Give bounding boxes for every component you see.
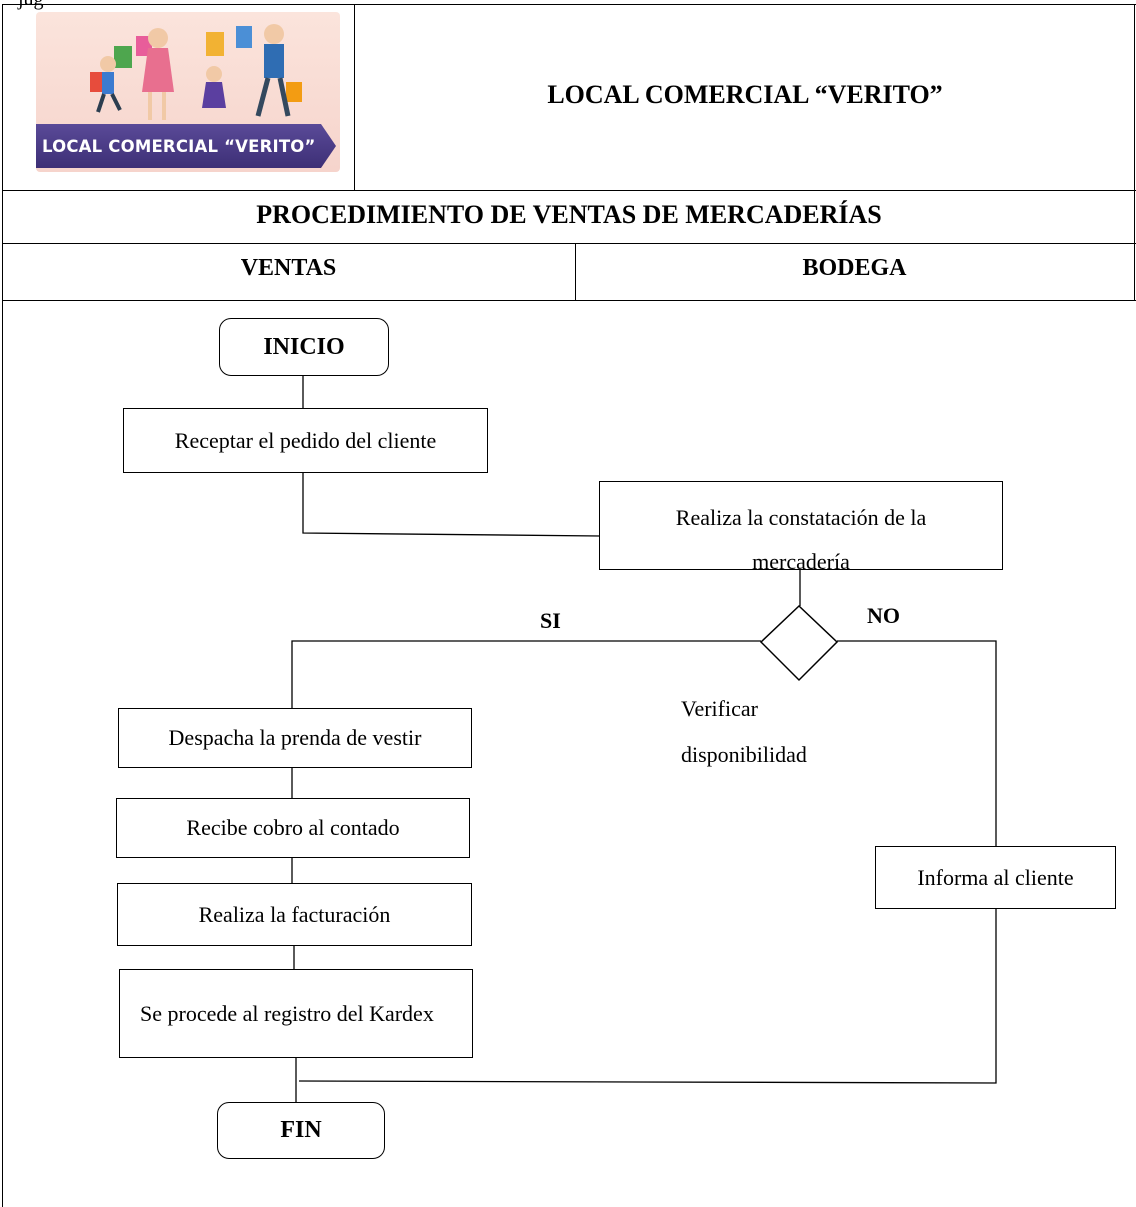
column-divider xyxy=(575,243,576,300)
company-title: LOCAL COMERCIAL “VERITO” xyxy=(547,80,943,109)
step-receive-order: Receptar el pedido del cliente xyxy=(123,408,488,473)
table-row-line-2 xyxy=(2,243,1136,244)
step-dispatch: Despacha la prenda de vestir xyxy=(118,708,472,768)
step-inform-client: Informa al cliente xyxy=(875,846,1116,909)
step-payment: Recibe cobro al contado xyxy=(116,798,470,858)
table-row-line-3 xyxy=(2,300,1136,301)
step-check-merchandise-text: Realiza la constatación de la mercadería xyxy=(675,505,927,570)
step-invoice: Realiza la facturación xyxy=(117,883,472,946)
column-header-ventas: VENTAS xyxy=(240,255,337,281)
yes-label: SI xyxy=(540,608,561,633)
decision-diamond xyxy=(759,604,839,682)
step-kardex: Se procede al registro del Kardex xyxy=(119,969,473,1058)
table-border-left xyxy=(2,4,3,1207)
logo-text: LOCAL COMERCIAL “VERITO” xyxy=(42,136,316,156)
step-check-merchandise: Realiza la constatación de la mercadería xyxy=(599,481,1003,570)
company-logo: LOCAL COMERCIAL “VERITO” xyxy=(36,12,340,172)
end-terminal: FIN xyxy=(217,1102,385,1159)
family-shopping-illustration xyxy=(90,24,302,120)
header-divider xyxy=(354,4,355,190)
no-label: NO xyxy=(867,603,900,628)
table-border-right xyxy=(1134,4,1135,300)
header-snippet: jug xyxy=(18,0,44,11)
step-kardex-text: Se procede al registro del Kardex xyxy=(140,1000,434,1026)
procedure-title: PROCEDIMIENTO DE VENTAS DE MERCADERÍAS xyxy=(256,200,882,229)
column-header-bodega: BODEGA xyxy=(802,255,907,281)
logo-banner: LOCAL COMERCIAL “VERITO” xyxy=(36,124,336,168)
decision-label: Verificar disponibilidad xyxy=(681,696,807,767)
table-border-top xyxy=(2,4,1136,5)
start-terminal: INICIO xyxy=(219,318,389,376)
table-row-line-1 xyxy=(2,190,1136,191)
